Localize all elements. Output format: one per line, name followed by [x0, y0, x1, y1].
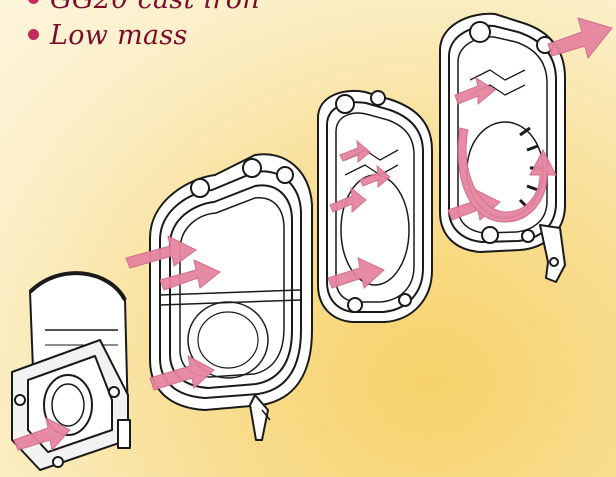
rear-outlet-arrow — [548, 18, 612, 58]
heat-exchanger-front-section — [150, 154, 312, 440]
